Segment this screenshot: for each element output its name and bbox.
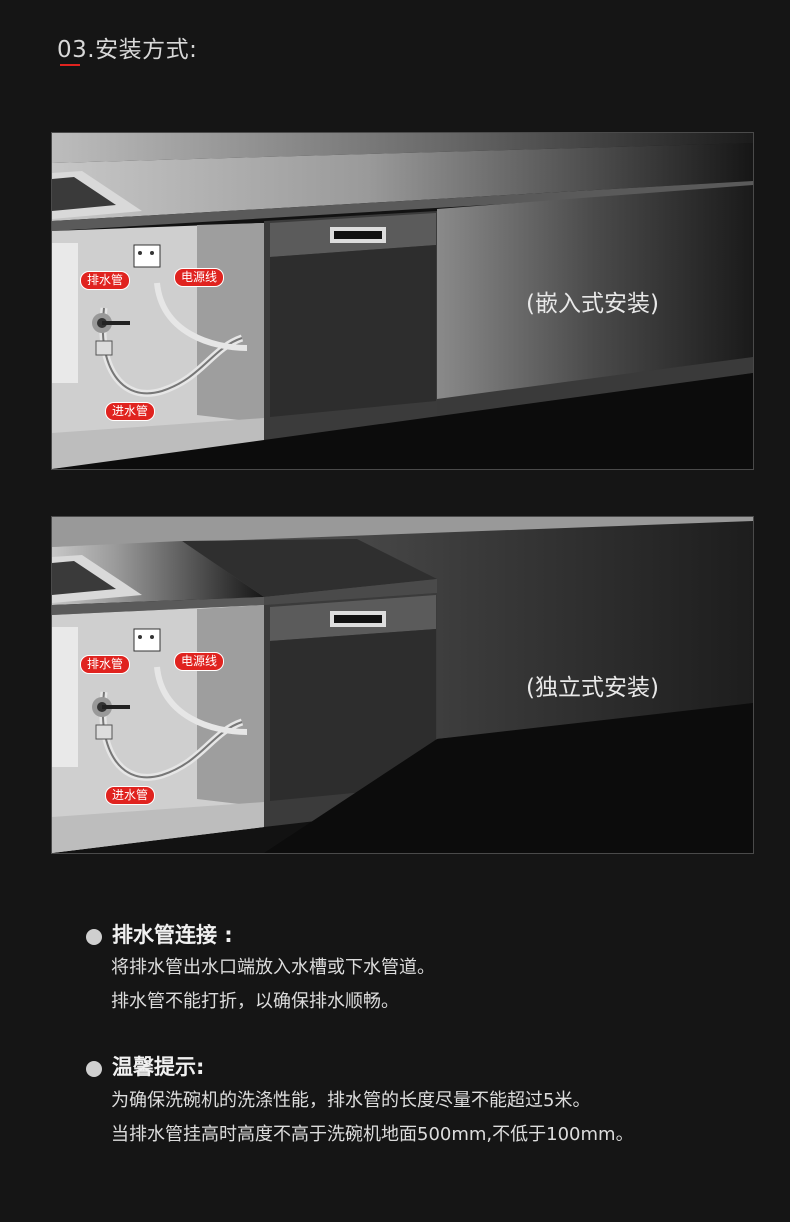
built-in-mode-label: (嵌入式安装) [526,291,659,317]
info-line: 将排水管出水口端放入水槽或下水管道。 [111,957,435,978]
info-line: 为确保洗碗机的洗涤性能，排水管的长度尽量不能超过5米。 [111,1090,591,1111]
panel-freestanding: 排水管 电源线 进水管 (独立式安装) [51,516,754,854]
freestanding-mode-label: (独立式安装) [526,675,659,701]
freestanding-illustration [52,517,753,853]
inlet-pipe-tag: 进水管 [105,402,156,421]
section-title: 03.安装方式: [57,37,198,63]
info-line: 当排水管挂高时高度不高于洗碗机地面500mm,不低于100mm。 [111,1124,634,1145]
title-underline [60,64,80,66]
info-heading: 温馨提示: [112,1055,205,1079]
info-line: 排水管不能打折，以确保排水顺畅。 [111,991,399,1012]
inlet-pipe-tag: 进水管 [105,786,156,805]
bullet-icon [86,929,102,945]
bullet-icon [86,1061,102,1077]
drain-pipe-tag: 排水管 [80,655,131,674]
drain-pipe-tag: 排水管 [80,271,131,290]
info-heading: 排水管连接 : [112,923,233,947]
power-cord-tag: 电源线 [174,652,225,671]
power-cord-tag: 电源线 [174,268,225,287]
panel-built-in: 排水管 电源线 进水管 (嵌入式安装) [51,132,754,470]
